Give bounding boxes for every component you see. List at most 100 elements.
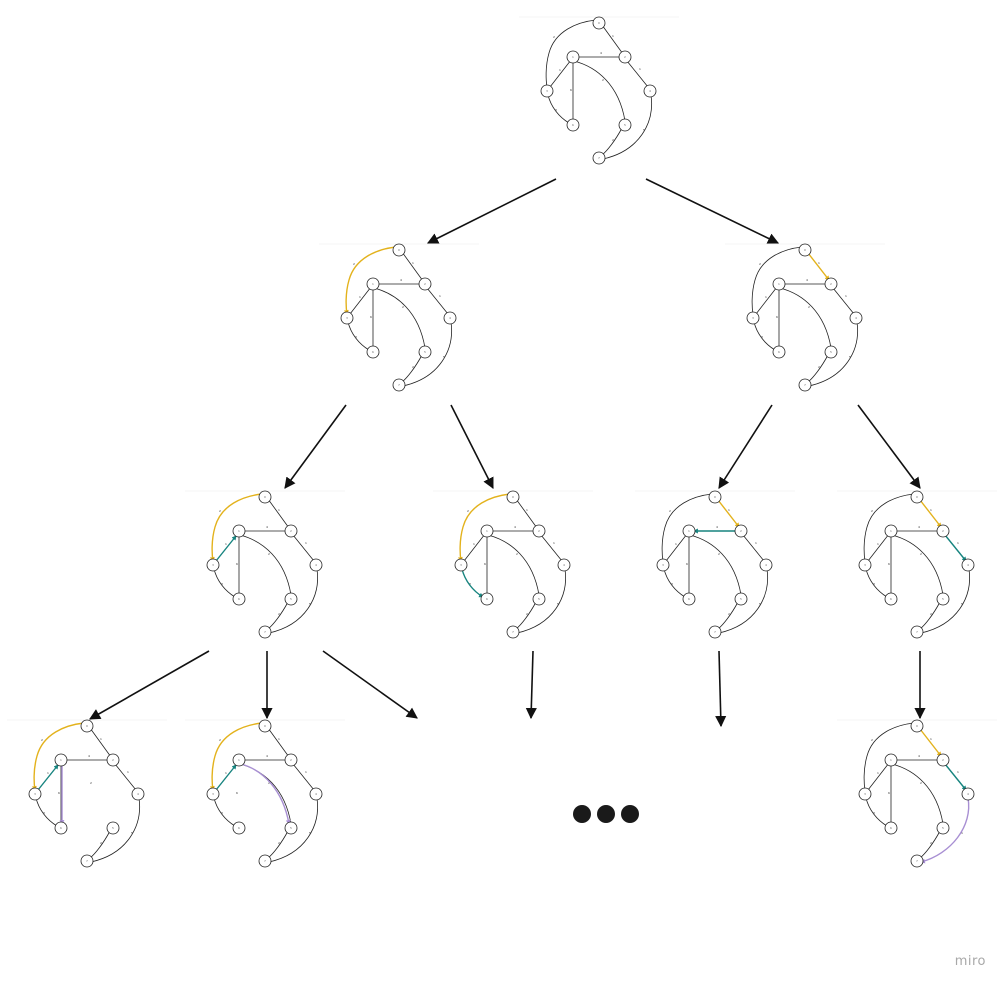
highlighted-edge	[31, 722, 85, 791]
edge-weight-label: 1	[553, 541, 555, 545]
node-label: 3	[212, 792, 214, 796]
graph-node	[884, 753, 898, 767]
highlighted-edge	[944, 763, 967, 791]
graph-node	[54, 753, 68, 767]
node-label: 6	[372, 350, 374, 354]
edge-weight-label: 2	[920, 552, 922, 556]
edge-weight-label: 2	[920, 781, 922, 785]
node-label: 7	[264, 630, 266, 634]
node-label: 7	[512, 630, 514, 634]
graph-node	[506, 490, 520, 504]
node-label: 3	[212, 563, 214, 567]
graph-edge	[292, 534, 315, 562]
graph-node	[232, 592, 246, 606]
graph-node	[206, 787, 220, 801]
edge-weight-label: 6	[888, 791, 890, 795]
graph-node	[80, 719, 94, 733]
node-label: 6	[572, 123, 574, 127]
node-label: 3	[34, 792, 36, 796]
graph-node	[910, 854, 924, 868]
highlighted-edge	[717, 499, 740, 528]
node-label: 5	[538, 597, 540, 601]
graph-edge	[35, 797, 58, 827]
node-label: 5	[624, 123, 626, 127]
node-label: 5	[830, 350, 832, 354]
node-label: 4	[967, 792, 969, 796]
graph-node	[131, 787, 145, 801]
tree-arrow	[718, 404, 773, 489]
edge-weight-label: 2	[526, 612, 528, 616]
highlighted-edge	[240, 763, 291, 825]
graph-node	[759, 558, 773, 572]
graph-node	[734, 592, 748, 606]
edge-weight-label: 1	[755, 541, 757, 545]
node-label: 2	[538, 529, 540, 533]
graph-node	[392, 243, 406, 257]
node-label: 0	[916, 495, 918, 499]
edge-weight-label: 1	[359, 295, 361, 299]
graph-edge	[689, 534, 742, 596]
edge-weight-label: 6	[370, 315, 372, 319]
edge-weight-label: 3	[873, 582, 875, 586]
edge-weight-label: 3	[761, 335, 763, 339]
node-label: 4	[765, 563, 767, 567]
graph-node	[858, 787, 872, 801]
highlighted-edge	[215, 535, 237, 562]
edge-weight-label: 6	[58, 791, 60, 795]
node-label: 1	[890, 529, 892, 533]
edge-weight-label: 2	[467, 509, 469, 513]
node-label: 4	[649, 89, 651, 93]
graph-edge	[347, 321, 370, 351]
graph-node	[961, 558, 975, 572]
graph-edge	[865, 797, 888, 827]
graph-node	[418, 345, 432, 359]
graph-edge	[832, 287, 855, 315]
edge-weight-label: 6	[888, 562, 890, 566]
node-label: 5	[290, 826, 292, 830]
edge-weight-label: 5	[961, 602, 963, 606]
edge-weight-label: 5	[849, 355, 851, 359]
edge-weight-label: 1	[278, 508, 280, 512]
highlighted-edge	[944, 534, 967, 562]
edge-weight-label: 2	[602, 78, 604, 82]
graph-edge	[601, 24, 624, 55]
edge-weight-label: 6	[236, 791, 238, 795]
edge-weight-label: 1	[100, 737, 102, 741]
node-label: 0	[86, 724, 88, 728]
node-label: 6	[486, 597, 488, 601]
graph-edge	[401, 251, 424, 282]
node-label: 2	[424, 282, 426, 286]
edge-weight-label: 1	[47, 771, 49, 775]
graph-node	[418, 277, 432, 291]
graph-node	[734, 524, 748, 538]
edge-weight-label: 5	[759, 602, 761, 606]
node-label: 5	[424, 350, 426, 354]
graph-edge	[90, 797, 140, 863]
edge-weight-label: 4	[266, 525, 268, 529]
graph-edge	[779, 287, 832, 349]
highlighted-edge	[37, 764, 59, 791]
graph-edge	[373, 287, 426, 349]
edge-weight-label: 3	[671, 582, 673, 586]
node-label: 0	[264, 495, 266, 499]
graph-node	[309, 787, 323, 801]
graph-node	[232, 524, 246, 538]
edge-weight-label: 1	[765, 295, 767, 299]
node-label: 2	[942, 529, 944, 533]
edge-weight-label: 1	[845, 294, 847, 298]
edge-weight-label: 1	[305, 541, 307, 545]
graph-edge	[426, 287, 449, 315]
node-label: 2	[830, 282, 832, 286]
graph-node	[824, 277, 838, 291]
miro-watermark: miro	[954, 954, 986, 969]
edge-weight-label: 2	[41, 738, 43, 742]
node-label: 4	[563, 563, 565, 567]
graph-edge	[402, 321, 452, 387]
node-label: 1	[778, 282, 780, 286]
edge-weight-label: 2	[759, 262, 761, 266]
